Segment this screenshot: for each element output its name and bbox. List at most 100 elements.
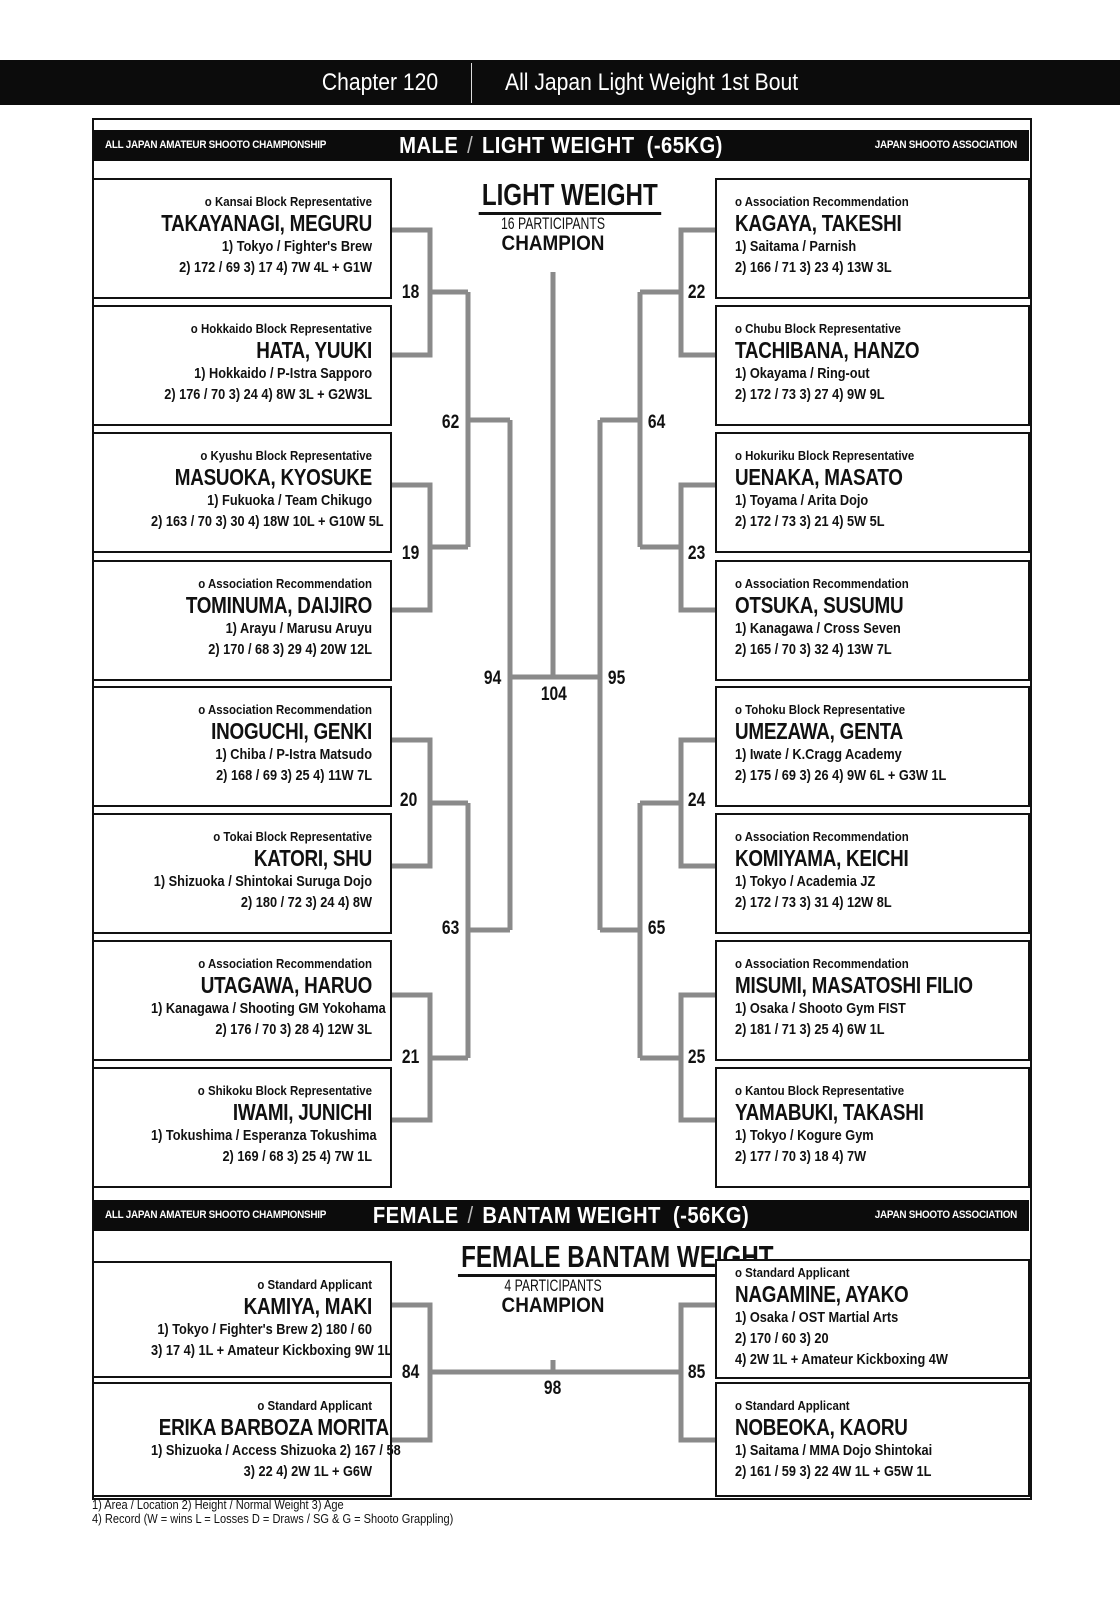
championship-label: ALL JAPAN AMATEUR SHOOTO CHAMPIONSHIP: [105, 1209, 327, 1221]
bracket-line-23: [640, 482, 715, 613]
fighter-stats: 2) 177 / 70 3) 18 4) 7W: [735, 1148, 867, 1165]
male-center-title: LIGHT WEIGHT 16 PARTICIPANTS CHAMPION: [453, 178, 661, 255]
fighter-stats: 2) 170 / 60 3) 20: [735, 1330, 829, 1347]
female-center-title: FEMALE BANTAM WEIGHT 4 PARTICIPANTS CHAM…: [413, 1240, 777, 1317]
fighter-location: 1) Osaka / Shooto Gym FIST: [735, 1000, 906, 1017]
match-number: 19: [401, 543, 420, 564]
fighter-card: o Kyushu Block Representative MASUOKA, K…: [92, 432, 392, 553]
fighter-category: o Association Recommendation: [735, 829, 909, 844]
gender-label: FEMALE: [372, 1202, 459, 1228]
match-number: 62: [441, 412, 460, 433]
fighter-category: o Association Recommendation: [198, 956, 372, 971]
fighter-stats: 2) 180 / 72 3) 24 4) 8W: [240, 894, 372, 911]
champion-label: CHAMPION: [501, 232, 605, 255]
participants-count: 4 PARTICIPANTS: [504, 1276, 602, 1295]
weight-limit: (-56KG): [672, 1202, 750, 1228]
fighter-card: o Standard Applicant KAMIYA, MAKI 1) Tok…: [92, 1261, 392, 1378]
fighter-name: UTAGAWA, HARUO: [200, 972, 372, 998]
fighter-category: o Kantou Block Representative: [735, 1083, 905, 1098]
fighter-stats: 2) 172 / 69 3) 17 4) 7W 4L + G1W: [179, 259, 372, 276]
fighter-name: KAGAYA, TAKESHI: [735, 210, 902, 236]
chapter-title: All Japan Light Weight 1st Bout: [505, 69, 799, 96]
male-division-header: ALL JAPAN AMATEUR SHOOTO CHAMPIONSHIP MA…: [93, 130, 1029, 161]
bracket-line-19: [392, 482, 468, 613]
fighter-card: o Tokai Block Representative KATORI, SHU…: [92, 813, 392, 934]
fighter-location: 1) Iwate / K.Cragg Academy: [735, 746, 902, 763]
fighter-card: o Chubu Block Representative TACHIBANA, …: [715, 305, 1030, 426]
match-number: 24: [687, 790, 706, 811]
chapter-divider: [471, 63, 472, 103]
fighter-location: 1) Tokushima / Esperanza Tokushima: [151, 1127, 377, 1144]
match-number: 23: [687, 543, 706, 564]
fighter-category: o Association Recommendation: [735, 194, 909, 209]
match-number: 22: [687, 282, 706, 303]
fighter-record: 4) 2W 1L + Amateur Kickboxing 4W: [735, 1351, 948, 1368]
championship-label: ALL JAPAN AMATEUR SHOOTO CHAMPIONSHIP: [105, 139, 327, 151]
fighter-card: o Association Recommendation INOGUCHI, G…: [92, 686, 392, 807]
fighter-stats: 2) 166 / 71 3) 23 4) 13W 3L: [735, 259, 892, 276]
fighter-location: 1) Toyama / Arita Dojo: [735, 492, 869, 509]
fighter-stats: 2) 176 / 70 3) 28 4) 12W 3L: [215, 1021, 372, 1038]
fighter-location: 1) Saitama / MMA Dojo Shintokai: [735, 1442, 933, 1459]
fighter-card: o Association Recommendation UTAGAWA, HA…: [92, 940, 392, 1061]
fighter-card: o Association Recommendation TOMINUMA, D…: [92, 560, 392, 681]
female-division-header: ALL JAPAN AMATEUR SHOOTO CHAMPIONSHIP FE…: [93, 1200, 1029, 1231]
fighter-stats: 2) 163 / 70 3) 30 4) 18W 10L + G10W 5L: [151, 513, 384, 530]
fighter-category: o Standard Applicant: [735, 1265, 850, 1280]
bracket-line-21: [392, 992, 468, 1123]
division-name: BANTAM WEIGHT: [482, 1202, 661, 1228]
fighter-stats: 2) 161 / 59 3) 22 4W 1L + G5W 1L: [735, 1463, 932, 1480]
fighter-category: o Association Recommendation: [735, 576, 909, 591]
fighter-category: o Association Recommendation: [735, 956, 909, 971]
fighter-name: TAKAYANAGI, MEGURU: [161, 210, 372, 236]
fighter-card: o Hokuriku Block Representative UENAKA, …: [715, 432, 1030, 553]
fighter-name: ERIKA BARBOZA MORITA: [158, 1414, 389, 1440]
bracket-line-22: [640, 227, 715, 358]
fighter-name: UENAKA, MASATO: [735, 464, 903, 490]
fighter-category: o Tohoku Block Representative: [735, 702, 906, 717]
final-match-number: 98: [543, 1378, 562, 1399]
match-number: 20: [399, 790, 418, 811]
fighter-name: NAGAMINE, AYAKO: [735, 1281, 909, 1307]
match-number: 21: [401, 1047, 420, 1068]
fighter-name: HATA, YUUKI: [256, 337, 372, 363]
fighter-stats: 2) 165 / 70 3) 32 4) 13W 7L: [735, 641, 892, 658]
bracket-line-84: [392, 1302, 553, 1443]
division-name: LIGHT WEIGHT: [481, 132, 635, 158]
fighter-stats: 3) 22 4) 2W 1L + G6W: [243, 1463, 372, 1480]
fighter-location: 1) Hokkaido / P-Istra Sapporo: [194, 365, 372, 382]
fighter-category: o Standard Applicant: [735, 1398, 850, 1413]
fighter-name: KAMIYA, MAKI: [243, 1293, 373, 1319]
fighter-card: o Association Recommendation OTSUKA, SUS…: [715, 560, 1030, 681]
fighter-location: 1) Tokyo / Fighter's Brew 2) 180 / 60: [157, 1321, 372, 1338]
bracket-frame: [92, 118, 1032, 1500]
fighter-stats: 3) 17 4) 1L + Amateur Kickboxing 9W 1L: [151, 1342, 393, 1359]
fighter-category: o Chubu Block Representative: [735, 321, 901, 336]
legend: 1) Area / Location 2) Height / Normal We…: [92, 1498, 453, 1526]
fighter-stats: 2) 175 / 69 3) 26 4) 9W 6L + G3W 1L: [735, 767, 947, 784]
bracket-line-20: [392, 737, 468, 869]
bracket-line-85: [553, 1302, 715, 1443]
gender-label: MALE: [399, 132, 459, 158]
slash-divider: /: [467, 132, 474, 158]
match-number: 63: [441, 918, 460, 939]
fighter-location: 1) Osaka / OST Martial Arts: [735, 1309, 899, 1326]
match-number: 94: [483, 668, 502, 689]
fighter-card: o Standard Applicant ERIKA BARBOZA MORIT…: [92, 1382, 401, 1497]
match-number: 84: [401, 1362, 420, 1383]
fighter-name: TACHIBANA, HANZO: [735, 337, 920, 363]
match-number: 25: [687, 1047, 706, 1068]
fighter-card: o Standard Applicant NOBEOKA, KAORU 1) S…: [715, 1382, 1030, 1497]
bracket-line-64: [600, 292, 643, 547]
fighter-name: UMEZAWA, GENTA: [735, 718, 904, 744]
match-number: 18: [401, 282, 420, 303]
bracket-line-24: [640, 737, 715, 869]
fighter-category: o Standard Applicant: [257, 1398, 372, 1413]
bracket-line-63: [465, 803, 510, 1058]
fighter-location: 1) Tokyo / Kogure Gym: [735, 1127, 874, 1144]
association-label: JAPAN SHOOTO ASSOCIATION: [874, 1209, 1017, 1221]
fighter-name: YAMABUKI, TAKASHI: [735, 1099, 924, 1125]
fighter-name: KATORI, SHU: [253, 845, 372, 871]
fighter-card: o Tohoku Block Representative UMEZAWA, G…: [715, 686, 1030, 807]
fighter-name: TOMINUMA, DAIJIRO: [185, 592, 372, 618]
